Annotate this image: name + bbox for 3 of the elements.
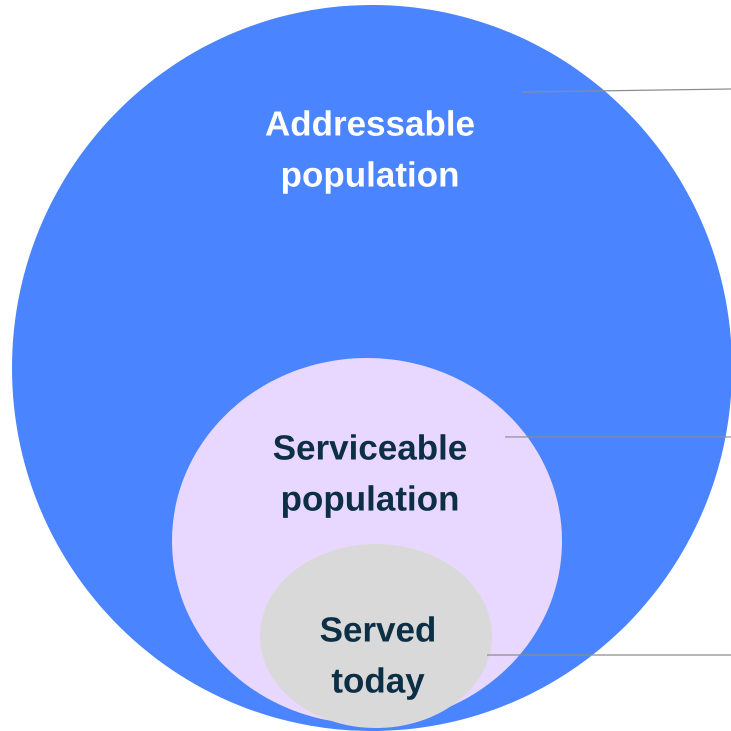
- leader-line: [487, 654, 731, 656]
- leader-line: [505, 436, 731, 438]
- leader-line: [522, 88, 731, 93]
